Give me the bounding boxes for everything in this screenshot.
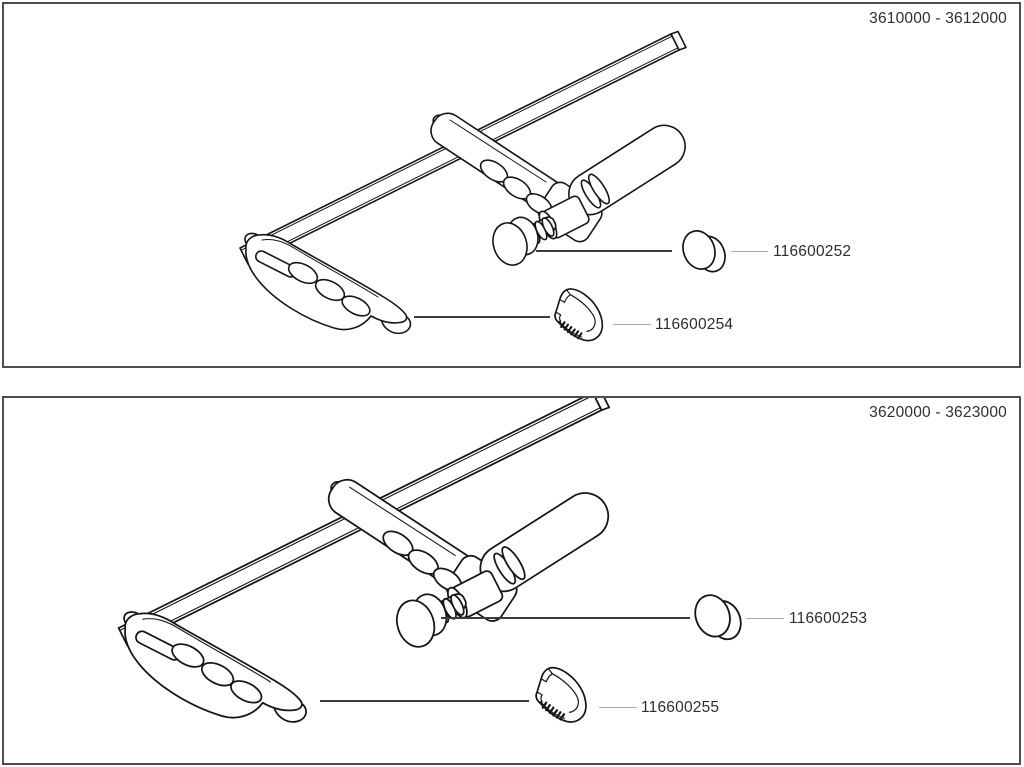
clamp-assembly-drawing bbox=[2, 396, 618, 738]
leader-line bbox=[746, 618, 784, 619]
leader-line bbox=[414, 316, 550, 318]
end-cap-part-drawing bbox=[531, 664, 596, 724]
leader-line bbox=[441, 617, 690, 619]
end-cap-part-drawing bbox=[550, 286, 612, 342]
part-number-label: 116600252 bbox=[773, 243, 852, 260]
leader-line bbox=[599, 707, 637, 708]
model-range-label: 3610000 - 3612000 bbox=[869, 10, 1007, 27]
panel-clamp-range-1: 3610000 - 3612000 116600252 116600254 bbox=[2, 2, 1021, 368]
part-number-label: 116600254 bbox=[655, 316, 734, 333]
part-number-label: 116600253 bbox=[789, 610, 868, 627]
part-number-label: 116600255 bbox=[641, 699, 720, 716]
leader-line bbox=[613, 324, 651, 325]
model-range-label: 3620000 - 3623000 bbox=[869, 404, 1007, 421]
swivel-pad-part-drawing bbox=[680, 228, 728, 276]
panel-clamp-range-2: 3620000 - 3623000 116600253 116600255 bbox=[2, 396, 1021, 765]
leader-line bbox=[536, 250, 672, 252]
swivel-pad-part-drawing bbox=[692, 592, 744, 644]
leader-line bbox=[731, 251, 768, 252]
leader-line bbox=[320, 700, 529, 702]
